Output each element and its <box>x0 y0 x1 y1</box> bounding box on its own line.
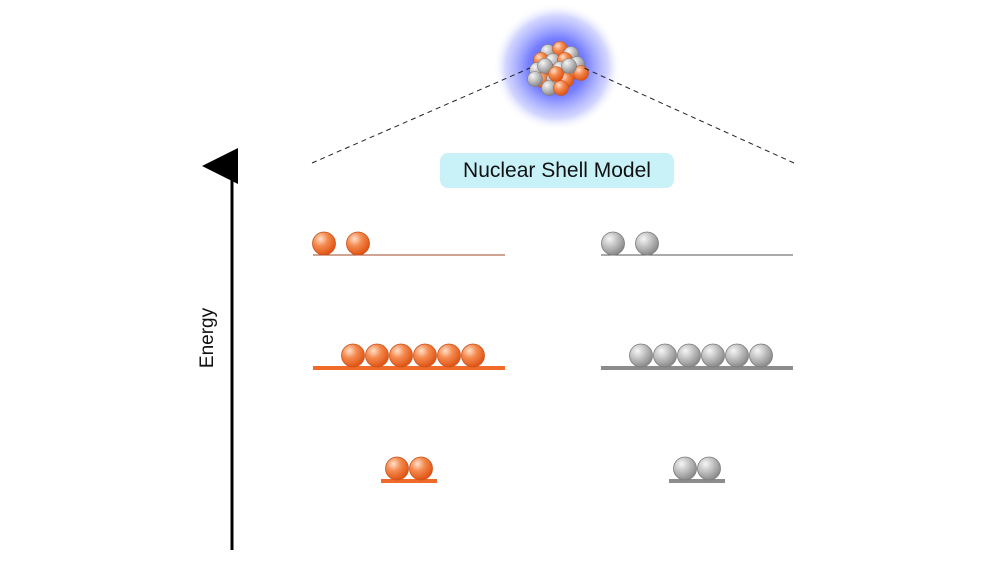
nucleus-proton <box>573 65 589 81</box>
proton-particle <box>437 343 461 368</box>
nucleus-icon <box>527 41 589 96</box>
proton-particle <box>346 231 370 256</box>
proton-particle <box>312 231 336 256</box>
nucleus-neutron <box>527 71 543 87</box>
neutron-particle <box>701 343 725 368</box>
neutron-particle <box>725 343 749 368</box>
neutron-particle <box>653 343 677 368</box>
proton-particle <box>385 456 409 481</box>
neutron-particle <box>635 231 659 256</box>
proton-particle <box>389 343 413 368</box>
proton-particle <box>413 343 437 368</box>
neutron-particle <box>677 343 701 368</box>
proton-particle <box>365 343 389 368</box>
neutron-particle <box>697 456 721 481</box>
nucleus-neutron <box>561 58 577 74</box>
diagram-title: Nuclear Shell Model <box>440 153 674 188</box>
nucleus-proton <box>548 66 564 82</box>
nucleus-neutron <box>537 58 553 74</box>
zoom-line-left <box>311 67 531 164</box>
proton-particle <box>341 343 365 368</box>
neutron-particle <box>749 343 773 368</box>
neutron-particle <box>673 456 697 481</box>
neutron-particle <box>601 231 625 256</box>
proton-particle <box>461 343 485 368</box>
nucleus-proton <box>553 80 569 96</box>
energy-axis-label: Energy <box>197 307 218 369</box>
proton-particle <box>409 456 433 481</box>
particles-group <box>312 231 773 481</box>
zoom-line-right <box>583 67 795 164</box>
neutron-particle <box>629 343 653 368</box>
